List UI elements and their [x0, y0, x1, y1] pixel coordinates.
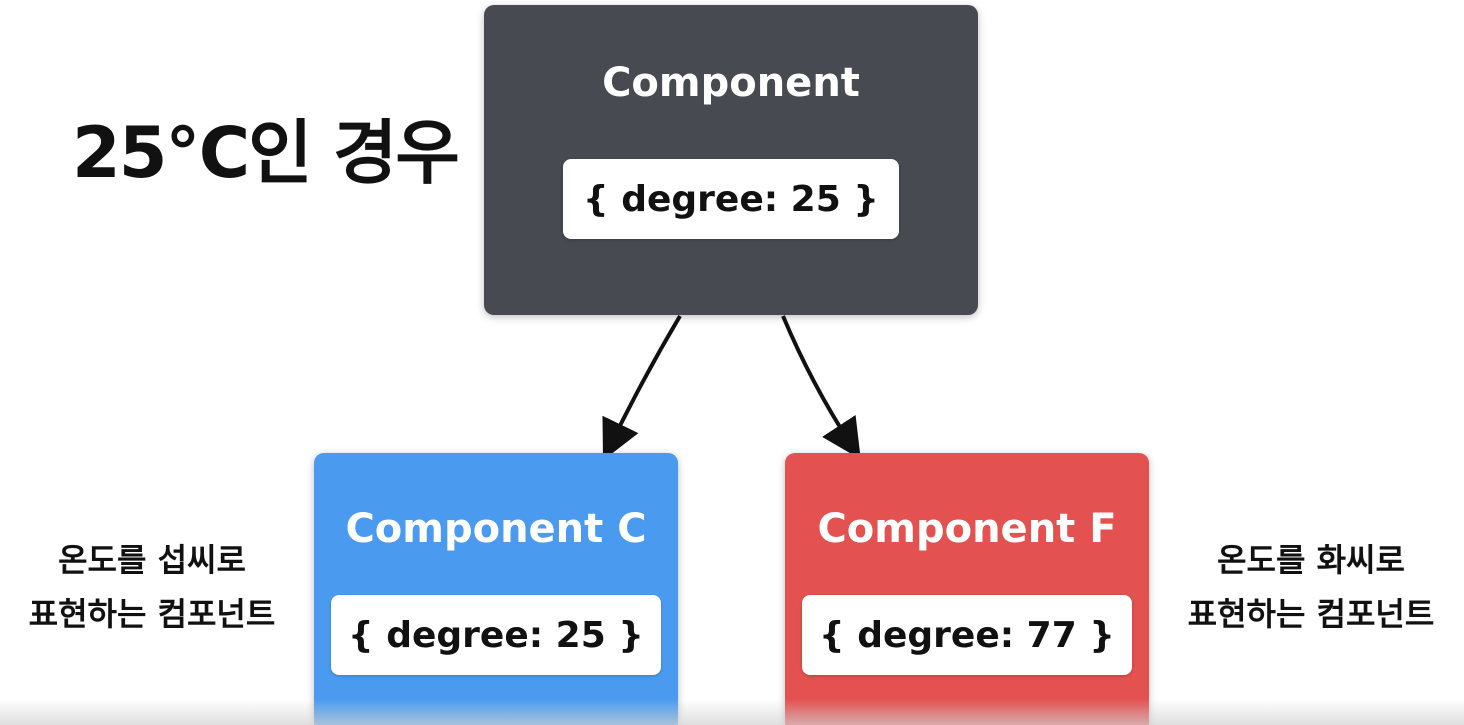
component-c-description-line-1: 온도를 섭씨로	[58, 541, 246, 579]
component-c-state-box: { degree: 25 }	[331, 595, 661, 675]
parent-state-box: { degree: 25 }	[563, 159, 899, 239]
bottom-shadow	[0, 699, 1464, 725]
component-f-title: Component F	[817, 506, 1117, 552]
component-c-description-line-2: 표현하는 컴포넌트	[28, 595, 276, 633]
component-f-description: 온도를 화씨로 표현하는 컴포넌트	[1158, 533, 1464, 641]
component-f-state-box: { degree: 77 }	[802, 595, 1132, 675]
parent-component-box: Component { degree: 25 }	[484, 5, 978, 315]
component-c-description: 온도를 섭씨로 표현하는 컴포넌트	[0, 533, 304, 641]
arrow-to-component-c	[602, 314, 682, 461]
arrow-to-component-f	[781, 315, 861, 460]
component-c-box: Component C { degree: 25 }	[314, 453, 678, 725]
parent-component-title: Component	[602, 60, 860, 106]
component-f-box: Component F { degree: 77 }	[785, 453, 1149, 725]
component-f-description-line-2: 표현하는 컴포넌트	[1187, 595, 1435, 633]
component-c-title: Component C	[345, 506, 647, 552]
case-heading: 25℃인 경우	[72, 112, 460, 194]
component-f-description-line-1: 온도를 화씨로	[1217, 541, 1405, 579]
